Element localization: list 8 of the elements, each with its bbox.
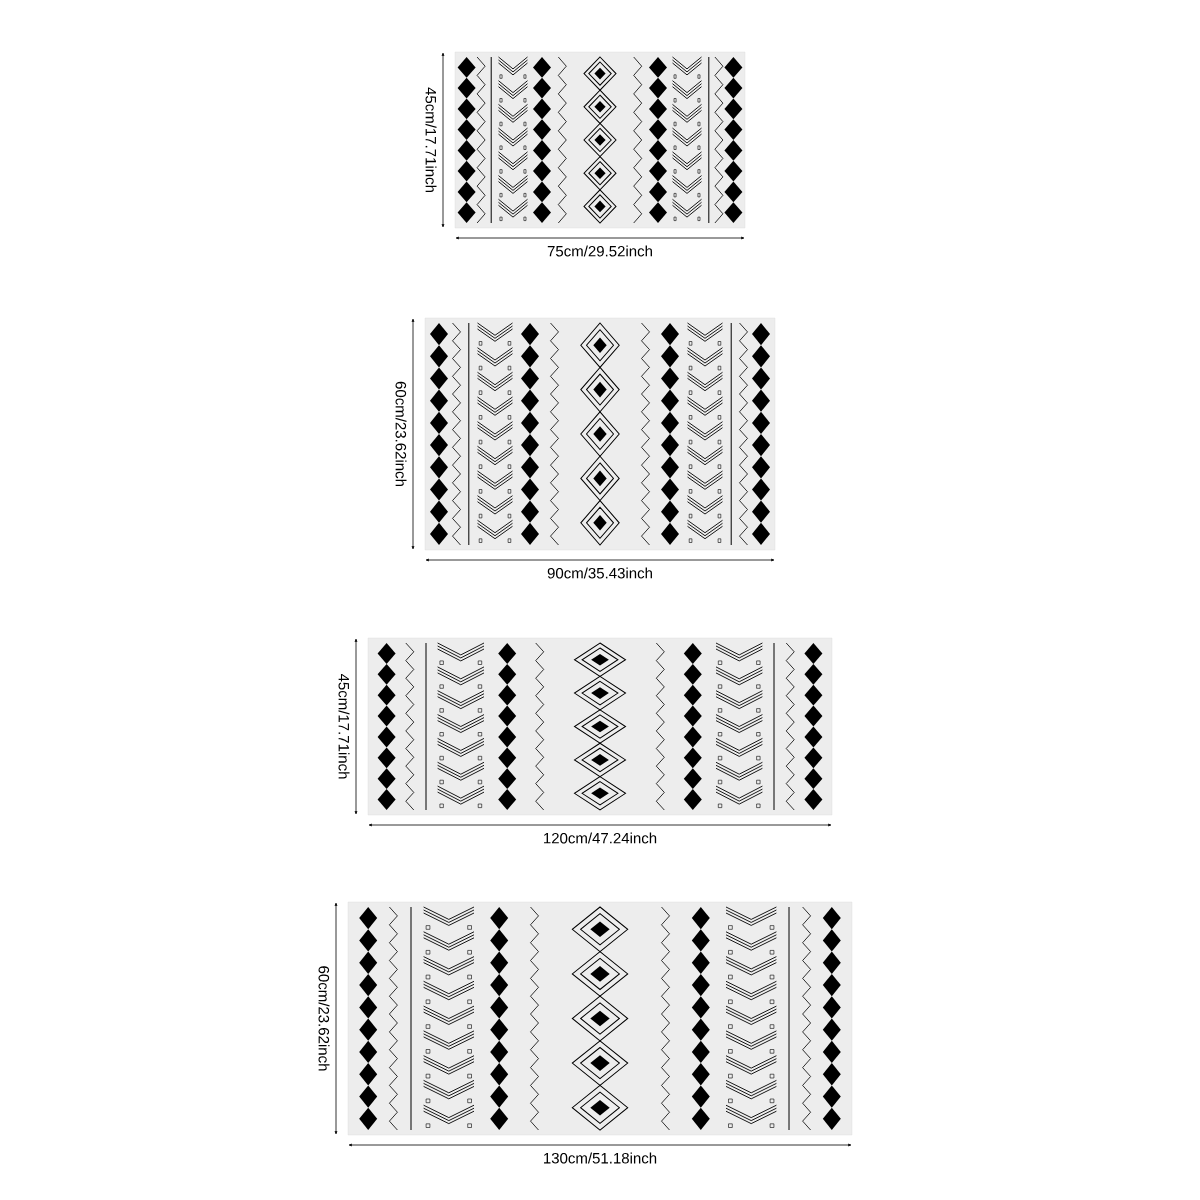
dimension-label: 130cm/51.18inch bbox=[544, 1152, 657, 1164]
dimension-label: 60cm/23.62inch bbox=[318, 966, 330, 1071]
dimension-label: 75cm/29.52inch bbox=[547, 245, 652, 257]
dimension-label: 45cm/17.71inch bbox=[425, 87, 437, 192]
dimension-label: 45cm/17.71inch bbox=[338, 673, 350, 779]
dimension-label: 120cm/47.24inch bbox=[544, 832, 657, 844]
dimension-label: 90cm/35.43inch bbox=[547, 567, 652, 579]
dimension-label: 60cm/23.62inch bbox=[395, 381, 407, 486]
